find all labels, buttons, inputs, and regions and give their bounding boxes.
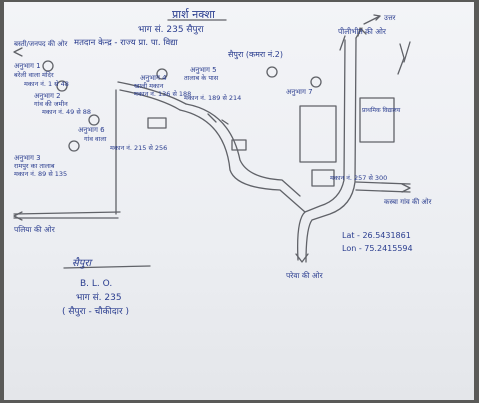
bubble-1 [42,60,54,72]
towards-bottom-label: परेवा की ओर [286,271,324,280]
paper-sheet [4,2,474,400]
scribble-2 [221,119,229,125]
main-road-right-edge [305,37,357,263]
section-4-houses: मकान नं. 136 से 188 [134,90,191,98]
scribble-4 [403,41,411,63]
bubble-7 [310,76,322,88]
arrow-top-right [357,27,367,37]
arrow-right-bottom [401,183,411,193]
house-box-1 [299,105,337,163]
road-to-right-bottom [355,181,411,185]
towards-right-bottom-label: कस्बा गांव की ओर [384,197,432,206]
north-arrow-shaft [363,15,381,25]
section-4-title: अनुभाग 4 [140,74,167,82]
arrow-left-bottom [13,211,23,221]
section-6-sub: गांव वाला [84,135,107,143]
north-label: उत्तर [384,14,396,22]
section-1-sub: बरेली वाला मंदिर [14,71,54,79]
header-line-2: मतदान केन्द्र - राज्य प्रा. पा. विद्या [74,37,179,48]
road-to-left-bottom [13,211,121,215]
map-title: प्रार्श नक्शा [172,8,215,21]
latitude-label: Lat - 26.5431861 [342,231,411,240]
bubble-6 [88,114,100,126]
section-3-title: अनुभाग 3 [14,154,41,162]
section-6-houses: मकान नं. 215 से 256 [110,144,167,152]
bubble-3 [68,140,80,152]
section-2-houses: मकान नं. 49 से 88 [42,108,91,116]
section-5-sub: तालाब के पास [184,74,219,82]
section-6: अनुभाग 6 गांव वाला मकान नं. 215 से 256 [78,126,167,152]
scribble-1 [207,113,217,123]
section-3-houses: मकान नं. 89 से 135 [14,170,67,178]
section-2-sub: गांव की जमीन [34,100,68,108]
towards-left-bottom-label: पलिया की ओर [14,225,56,234]
section-7: अनुभाग 7 प्राथमिक विद्यालय मकान नं. 257 … [286,88,401,182]
scribble-3 [397,43,405,75]
arrow-bottom [295,253,309,263]
road-to-top-right [339,35,346,51]
section-6-title: अनुभाग 6 [78,126,105,134]
longitude-label: Lon - 75.2415594 [342,244,413,253]
header-line-1: भाग सं. 235 सैपुरा [138,23,204,35]
section-7-sub: प्राथमिक विद्यालय [362,106,401,114]
signature-booth: भाग सं. 235 [76,292,122,303]
section-1: अनुभाग 1 बरेली वाला मंदिर मकान नं. 1 से … [14,62,69,88]
house-box-4 [231,139,247,151]
house-box-2 [359,97,395,143]
section-1-houses: मकान नं. 1 से 48 [24,80,69,88]
section-4: अनुभाग 4 खाली मकान मकान नं. 136 से 188 [134,74,191,98]
signature-name: सैपुरा [72,257,94,269]
section-5-title: अनुभाग 5 [190,66,217,74]
arrow-left-top [13,47,23,57]
header-line-3: सैपुरा (कमरा नं.2) [228,49,283,60]
road-to-left-top [117,81,187,105]
towards-top-right-label: पीलीभीत की ओर [338,27,387,36]
signature-title: B. L. O. [80,279,112,289]
signature-underline [63,265,151,269]
bubble-5 [266,66,278,78]
section-4-sub: खाली मकान [134,82,164,90]
section-2: अनुभाग 2 गांव की जमीन मकान नं. 49 से 88 [34,92,91,116]
section-7-title: अनुभाग 7 [286,88,313,96]
house-box-3 [311,169,335,187]
bubble-4 [156,68,168,80]
section-3: अनुभाग 3 रामपुर का तालाब मकान नं. 89 से … [14,154,67,178]
house-box-5 [147,117,167,129]
section-5: अनुभाग 5 तालाब के पास मकान नं. 189 से 21… [184,66,241,102]
section-3-sub: रामपुर का तालाब [14,162,55,170]
section-5-houses: मकान नं. 189 से 214 [184,94,241,102]
section-1-title: अनुभाग 1 [14,62,41,70]
section-2-title: अनुभाग 2 [34,92,61,100]
towards-left-top-label: बस्ती/जनपद की ओर [14,39,67,48]
signature-place: ( सैपुरा - चौकीदार ) [62,305,129,317]
center-road [179,109,306,213]
main-road-left-edge [297,39,346,261]
section-7-houses: मकान नं. 257 से 300 [330,174,387,182]
bubble-2 [56,80,68,92]
